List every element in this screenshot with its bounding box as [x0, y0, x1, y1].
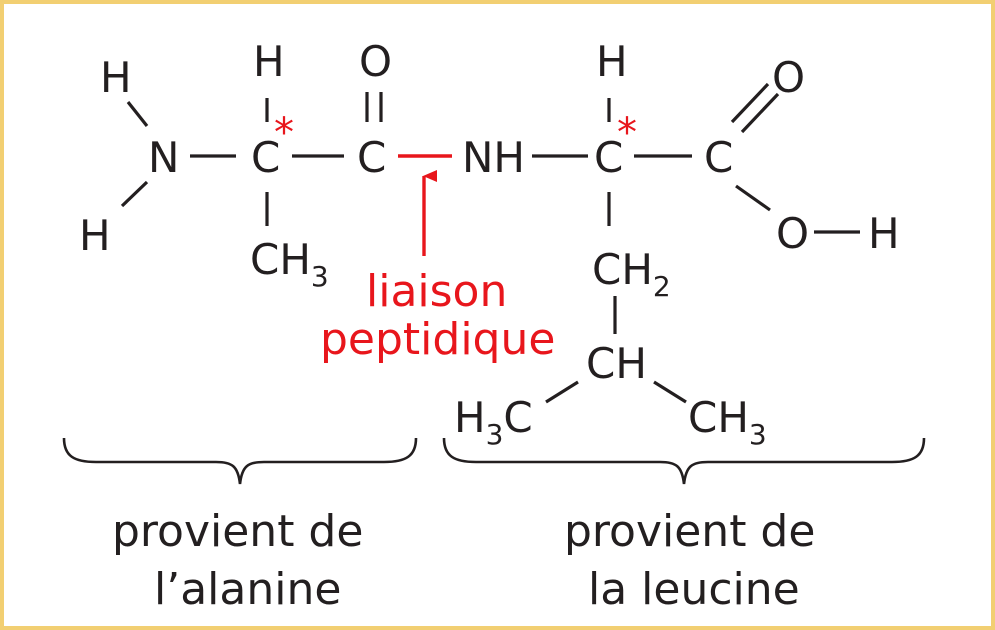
bonds	[120, 82, 860, 404]
peptide-bond-label: liaison peptidique	[320, 266, 555, 365]
dipeptide-structure-svg: H N H H C * CH3 O C NH H C * C O O H	[62, 37, 926, 615]
caption-alanine-line2: l’alanine	[154, 564, 341, 615]
chiral-marker-leucine: *	[617, 110, 637, 156]
bond-c2-o-a	[730, 82, 770, 124]
group-ch-leucine: CH	[586, 339, 647, 388]
atom-ca1: C	[251, 133, 280, 182]
atom-c-carbonyl-1: C	[357, 133, 386, 182]
atom-nh: NH	[462, 133, 525, 182]
bond-ch-h3c	[545, 380, 579, 404]
atoms: H N H H C * CH3 O C NH H C * C O O H	[79, 37, 900, 451]
bond-c2-oh	[735, 184, 771, 212]
peptide-label-line1: liaison	[366, 266, 507, 317]
group-ch2-leucine: CH2	[592, 245, 671, 303]
atom-h-ca1: H	[253, 37, 285, 86]
caption-leucine-line1: provient de	[564, 506, 815, 557]
bond-h-n-top	[126, 101, 149, 127]
atom-c-carboxyl: C	[704, 133, 733, 182]
peptide-label-line2: peptidique	[320, 314, 555, 365]
group-ch3-leucine: CH3	[688, 393, 767, 451]
caption-alanine-line1: provient de	[112, 506, 363, 557]
brace-leucine	[442, 437, 926, 485]
group-h3c-leucine: H3C	[454, 393, 533, 451]
atom-h-n-top: H	[100, 53, 132, 102]
atom-o-carboxyl-double: O	[772, 53, 805, 102]
atom-ca2: C	[594, 133, 623, 182]
atom-h-hydroxyl: H	[868, 209, 900, 258]
group-ch3-alanine: CH3	[250, 235, 329, 293]
captions: provient de l’alanine provient de la leu…	[112, 506, 815, 615]
caption-leucine-line2: la leucine	[588, 564, 800, 615]
atom-h-ca2: H	[596, 37, 628, 86]
bond-h-n-bottom	[120, 180, 149, 208]
brace-alanine	[62, 437, 418, 485]
atom-o-hydroxyl: O	[776, 209, 809, 258]
atom-o-carbonyl-1: O	[359, 37, 392, 86]
bond-ch-ch3	[653, 380, 687, 404]
atom-h-n-bottom: H	[79, 211, 111, 260]
atom-n: N	[148, 133, 179, 182]
bond-c2-o-b	[740, 92, 780, 134]
dipeptide-diagram: H N H H C * CH3 O C NH H C * C O O H	[4, 4, 991, 626]
chiral-marker-alanine: *	[274, 110, 294, 156]
